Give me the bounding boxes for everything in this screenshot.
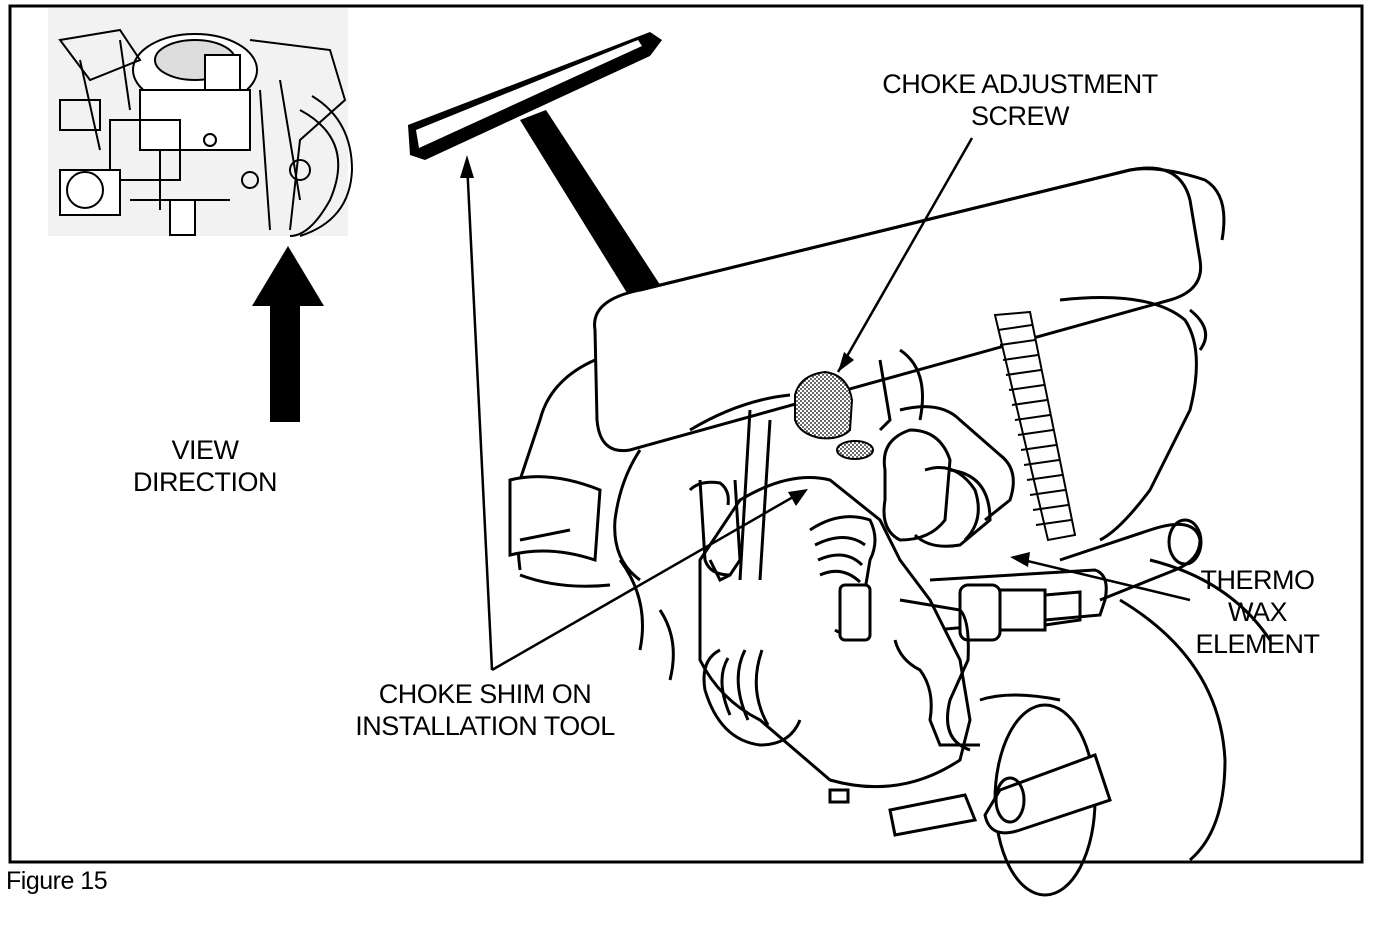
- label-choke-adjustment-screw: CHOKE ADJUSTMENT SCREW: [870, 68, 1170, 132]
- view-direction-arrow: [252, 246, 324, 422]
- leader-thermo-wax: [1014, 556, 1191, 602]
- carburetor-assembly: [508, 166, 1272, 897]
- return-spring: [993, 310, 1077, 542]
- label-line: INSTALLATION TOOL: [355, 711, 615, 741]
- leader-choke-shim-tool: [465, 161, 494, 671]
- label-line: CHOKE SHIM ON: [378, 679, 592, 709]
- installation-tool-t-handle: [408, 32, 670, 314]
- label-line: DIRECTION: [133, 467, 278, 497]
- label-view-direction: VIEW DIRECTION: [120, 434, 290, 498]
- label-line: ELEMENT: [1195, 629, 1320, 659]
- figure-caption: Figure 15: [6, 867, 108, 895]
- label-line: VIEW: [171, 435, 239, 465]
- inset-carburetor-view: [48, 8, 354, 237]
- label-line: THERMO: [1200, 565, 1316, 595]
- leader-choke-shim-part: [491, 491, 801, 672]
- label-thermo-wax-element: THERMO WAX ELEMENT: [1185, 564, 1330, 660]
- leader-lines: [465, 137, 1191, 672]
- figure-frame: [8, 4, 1364, 864]
- label-choke-shim: CHOKE SHIM ON INSTALLATION TOOL: [340, 678, 630, 742]
- label-line: WAX: [1228, 597, 1288, 627]
- leader-adjustment-screw: [836, 137, 974, 373]
- label-line: CHOKE ADJUSTMENT: [882, 69, 1158, 99]
- leader-arrowheads: [460, 155, 1030, 567]
- label-line: SCREW: [971, 101, 1070, 131]
